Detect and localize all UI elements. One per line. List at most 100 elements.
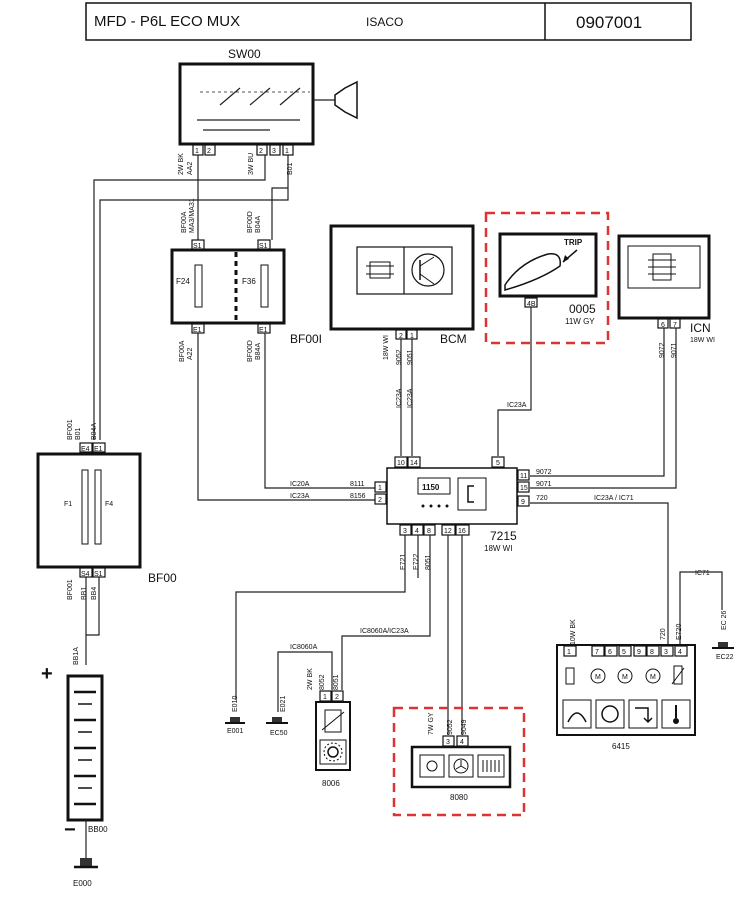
ecu-label: 7215 [490, 529, 517, 543]
code-ic20a: IC20A [290, 481, 310, 488]
icn-pin-code: 18W WI [690, 337, 715, 344]
battery-plus: + [41, 663, 53, 685]
sw00-switch: SW00 1 2 2 3 1 2W BK AA2 3W BU B01 [178, 47, 358, 175]
bcm-code-9052: 9052 [396, 349, 403, 365]
m6415-pin-6: 6 [608, 649, 612, 656]
bf00-code-6: BB4 [91, 587, 98, 600]
bcm-module: 2 1 BCM 18W WI 9052 9051 [329, 224, 475, 365]
m8080-label: 8080 [450, 793, 468, 802]
m8006-pin-2: 2 [335, 694, 339, 701]
bcm-pin-1: 1 [410, 333, 414, 340]
code-ic23a-v2: IC23A [407, 388, 414, 408]
bf-code-6: A22 [187, 347, 194, 360]
battery-label: BB00 [88, 825, 108, 834]
airflow-icon [628, 699, 658, 729]
ground-ec50-label: EC50 [270, 730, 288, 737]
m6415-pin-8: 8 [650, 649, 654, 656]
fan-icon [448, 754, 474, 778]
code-bb1a: BB1A [73, 647, 80, 665]
bf00-pin-s4: S4 [81, 571, 90, 578]
icn-module: 6 7 ICN 18W WI 9072 9071 [617, 234, 715, 358]
ecu-pin-code: 18W WI [484, 544, 512, 553]
code-720-6415: 720 [660, 628, 667, 640]
trip-stalk-icon [504, 249, 578, 291]
heater-icon [477, 754, 505, 778]
defrost-icon [562, 699, 592, 729]
bcm-code-18w: 18W WI [383, 335, 390, 360]
code-ic8060a: IC8060A [290, 644, 318, 651]
module-8080: 7W GY 9052 9049 3 4 8080 [392, 706, 526, 817]
ecu-pin-9: 9 [521, 499, 525, 506]
knob-icon [313, 80, 358, 120]
recirculation-icon [595, 699, 625, 729]
fuse-f24: F24 [176, 277, 190, 286]
sw-code-left: 2W BK [178, 153, 185, 175]
ecu-code-e721: E721 [400, 554, 407, 570]
code-9071: 9071 [536, 481, 552, 488]
ecu-pin-8: 8 [427, 528, 431, 535]
bcm-label: BCM [440, 332, 467, 346]
code-e010: E010 [232, 696, 239, 712]
ground-e001: E010 E001 [225, 696, 245, 735]
sw-code-right: 3W BU [248, 153, 255, 175]
battery-bb00: + − BB00 [41, 663, 108, 841]
motor-icon: M M M [590, 668, 661, 684]
code-ic23a-left: IC23A [290, 493, 310, 500]
bf-code-3: BF00D [247, 211, 254, 233]
sw-pin-1: 1 [195, 148, 199, 155]
code-720: 720 [536, 495, 548, 502]
m8006-pin-1: 1 [323, 694, 327, 701]
bf00-label: BF00 [148, 571, 177, 585]
ecu-code-8051: 8051 [425, 554, 432, 570]
sun-icon [419, 754, 445, 778]
trip-unit-0005: TRIP 4B 0005 11W GY [484, 211, 610, 345]
header-company: ISACO [366, 15, 403, 29]
header-model: MFD - P6L ECO MUX [94, 13, 240, 30]
sun-sensor-icon [319, 739, 347, 765]
transistor-icon [411, 253, 445, 287]
ecu-pin-3: 3 [403, 528, 407, 535]
bcm-pin-2: 2 [399, 333, 403, 340]
sw-code-aa2: AA2 [187, 162, 194, 175]
code-8111: 8111 [350, 481, 365, 488]
bf-code-8: B84A [255, 343, 262, 360]
ecu-pin-10: 10 [397, 460, 405, 467]
code-e021: E021 [280, 696, 287, 712]
m8080-pin-3: 3 [446, 739, 450, 746]
code-8052: 8052 [319, 674, 326, 690]
bf-code-5: BF00A [179, 340, 186, 362]
bf-pin-s1a: S1 [193, 243, 202, 250]
m8080-pin-4: 4 [460, 739, 464, 746]
bf-code-4: B04A [255, 216, 262, 233]
trip-unit-label: 0005 [569, 302, 596, 316]
header-code: 0907001 [576, 13, 642, 32]
code-ic71: IC71 [695, 570, 710, 577]
svg-text:M: M [595, 674, 601, 681]
m6415-pin-5: 5 [622, 649, 626, 656]
code-10w-bk: 10W BK [570, 619, 577, 645]
bf00-code-2: B01 [75, 427, 82, 440]
bf-pin-s1b: S1 [259, 243, 268, 250]
fuse-f1: F1 [64, 501, 72, 508]
ecu-pin-4: 4 [415, 528, 419, 535]
ecu-pin-16: 16 [458, 528, 466, 535]
ecu-pin-2: 2 [378, 497, 382, 504]
bcm-code-9051: 9051 [407, 349, 414, 365]
sensor-8006: IC8060A E021 EC50 2W BK 8052 8051 1 2 80… [266, 644, 351, 788]
bf00i-fusebox: BF00A MA3/MA31 BF00D B04A S1 S1 F24 F36 … [170, 198, 322, 362]
ic-chip-icon [366, 261, 394, 279]
ground-e000-label: E000 [73, 879, 92, 888]
trip-unit-pin: 11W GY [565, 317, 595, 326]
bf00-fusebox: BF001 B01 B04A E4 E1 F1 F4 S4 S1 BF00 BF… [36, 419, 177, 600]
fuse-f4: F4 [105, 501, 113, 508]
code-9072: 9072 [536, 469, 552, 476]
header-table: MFD - P6L ECO MUX ISACO 0907001 [85, 2, 692, 41]
fuse-f36: F36 [242, 277, 256, 286]
icn-code-9071: 9071 [671, 342, 678, 358]
code-ic8060a-ic23a: IC8060A/IC23A [360, 628, 409, 635]
m6415-pin-7: 7 [595, 649, 599, 656]
sw-pin-4: 3 [272, 148, 276, 155]
svg-text:M: M [622, 674, 628, 681]
temperature-icon [661, 699, 691, 729]
